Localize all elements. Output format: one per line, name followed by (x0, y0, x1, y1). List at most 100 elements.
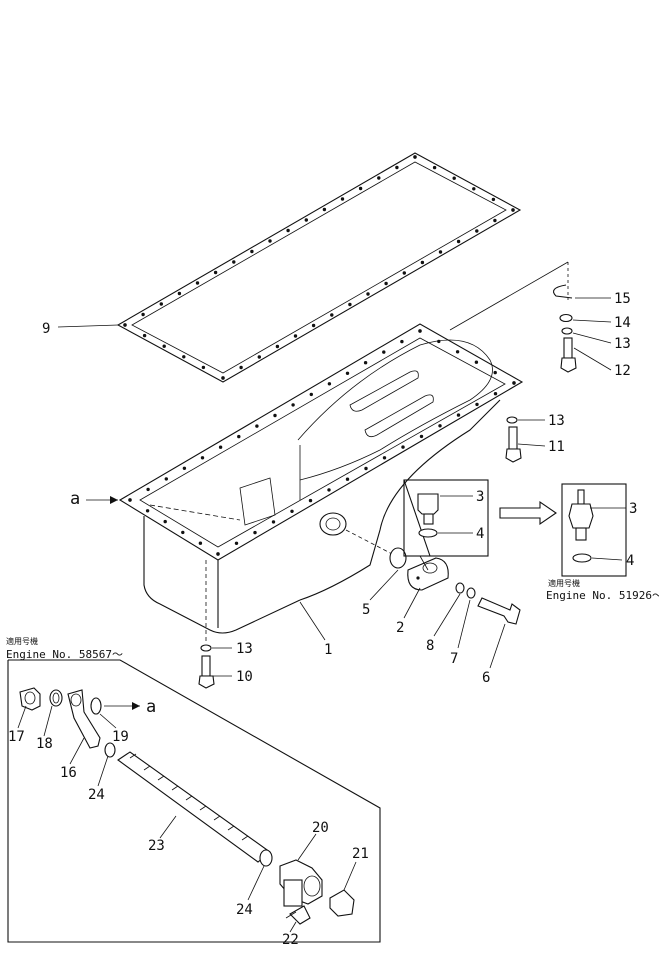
bolt-hole (401, 445, 405, 449)
ring-18 (49, 689, 63, 707)
bolt-hole (327, 382, 332, 386)
sensor-inset (561, 483, 627, 577)
bolt-hole (123, 323, 127, 327)
bolt-hole (358, 186, 363, 191)
fitting-17 (19, 687, 41, 711)
suction-box (7, 659, 381, 943)
bolt-hole (234, 541, 239, 545)
bolt-hole (257, 355, 261, 359)
callout-23: 23 (148, 838, 165, 854)
leader-lines (17, 297, 626, 933)
bolt-hole (475, 402, 479, 407)
bolt-hole (363, 361, 368, 365)
callout-3-right: 3 (629, 501, 637, 517)
bolt-hole (311, 323, 316, 328)
bolt-hole (438, 424, 442, 428)
washer-14 (559, 313, 573, 323)
callout-18: 18 (36, 736, 53, 752)
callout-21: 21 (352, 846, 369, 862)
callout-24-lower: 24 (236, 902, 253, 918)
bolt-hole (291, 403, 295, 407)
bolt-hole (182, 355, 186, 359)
bolt-10 (198, 560, 215, 689)
reference-a-upper (86, 496, 118, 504)
o-ring-19 (90, 697, 102, 715)
bolt-hole (271, 520, 276, 524)
callout-10: 10 (236, 669, 253, 685)
bolt-hole (250, 249, 254, 254)
bolt-hole (330, 313, 334, 317)
callout-13-mid: 13 (548, 413, 565, 429)
bolt-hole (512, 381, 516, 385)
bolt-hole (364, 466, 368, 471)
callout-1: 1 (324, 642, 332, 658)
callout-9: 9 (42, 321, 50, 337)
callout-4-left: 4 (476, 526, 484, 542)
callout-16: 16 (60, 765, 77, 781)
bolt-hole (438, 250, 443, 254)
reference-a-lower-label: a (146, 697, 156, 717)
bolt-hole (293, 334, 298, 338)
bolt-hole (146, 487, 150, 492)
bolt-hole (164, 477, 168, 481)
bolt-hole (493, 392, 498, 396)
callout-2: 2 (396, 620, 404, 636)
bolt-hole (213, 270, 218, 275)
plug-inset (403, 479, 489, 571)
bolt-hole (221, 376, 225, 380)
bolt-hole (452, 176, 456, 180)
bolt-hole (290, 509, 294, 513)
callout-5: 5 (362, 602, 370, 618)
bolt-hole (198, 541, 203, 545)
bolt-hole (456, 413, 461, 417)
callout-20: 20 (312, 820, 329, 836)
bolt-hole (432, 165, 437, 170)
bolt-hole (366, 292, 370, 296)
bolt-hole (232, 260, 236, 264)
drain-body-2 (407, 557, 449, 591)
washer-13-top (561, 327, 573, 335)
bolt-hole (402, 271, 406, 275)
callout-24-upper: 24 (88, 787, 105, 803)
callout-7: 7 (450, 651, 458, 667)
bolt-hole (419, 434, 424, 439)
bolt-11 (505, 426, 522, 463)
bolt-hole (382, 456, 387, 460)
callout-19: 19 (112, 729, 129, 745)
callout-12: 12 (614, 363, 631, 379)
reference-a-upper-label: a (70, 489, 80, 509)
bolt-hole (142, 333, 147, 338)
washer-13-mid (506, 416, 518, 424)
bolt-hole (474, 360, 479, 364)
bolt-22 (285, 905, 311, 925)
bolt-hole (239, 365, 243, 370)
applicability-note-right-jp: 適用号機 (548, 578, 580, 588)
bolt-hole (491, 197, 496, 202)
bolt-hole (162, 344, 166, 348)
bolt-hole (268, 239, 272, 243)
bolt-hole (159, 302, 163, 306)
bolt-hole (216, 552, 220, 556)
bolt-hole (181, 530, 185, 535)
applicability-note-right-engine: Engine No. 51926～ (546, 589, 659, 602)
bolt-hole (413, 155, 417, 159)
bolt-hole (218, 445, 223, 449)
pipe-16 (67, 689, 101, 749)
bolt-hole (345, 371, 350, 375)
replacement-arrow (499, 500, 557, 526)
bolt-hole (200, 456, 205, 460)
bolt-hole (201, 365, 206, 370)
bolt-hole (382, 350, 386, 354)
bolt-hole (237, 434, 241, 439)
bolt-hole (309, 392, 313, 397)
bolt-hole (273, 413, 277, 418)
bolt-hole (348, 302, 352, 307)
bolt-hole (456, 239, 461, 244)
gasket (116, 152, 522, 383)
callout-17: 17 (8, 729, 25, 745)
callout-4-right: 4 (626, 553, 634, 569)
clamp-24-lower (259, 849, 273, 867)
bolt-hole (493, 370, 497, 375)
callout-15: 15 (614, 291, 631, 307)
